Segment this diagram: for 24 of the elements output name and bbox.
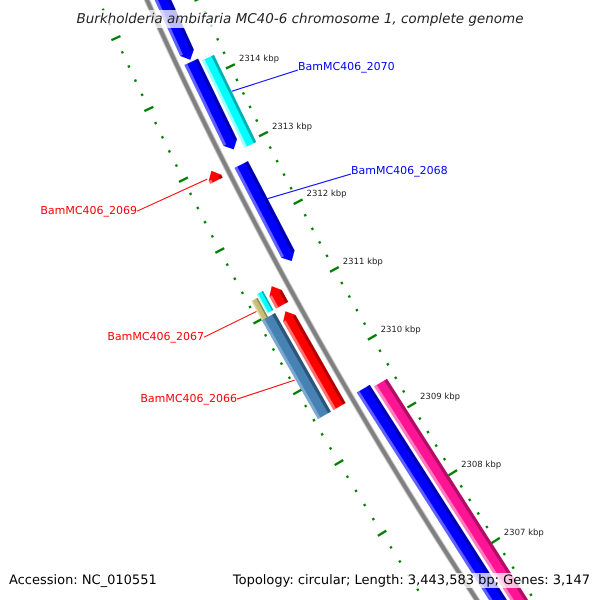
leader-line <box>136 178 208 212</box>
scale-label: 2311 kbp <box>342 257 383 268</box>
gene-feature <box>208 170 223 184</box>
scale-label: 2309 kbp <box>420 392 460 402</box>
scale-label: 2312 kbp <box>306 189 347 200</box>
gene-label: BamMC406_2066 <box>140 392 237 405</box>
gene-feature <box>251 298 269 322</box>
scale-label: 2310 kbp <box>380 324 421 335</box>
scale-label: 2308 kbp <box>461 460 502 470</box>
leader-line <box>204 310 257 338</box>
gene-label: BamMC406_2069 <box>40 204 137 217</box>
leader-line <box>231 70 298 92</box>
genome-stats-text: Topology: circular; Length: 3,443,583 bp; Genes: 3,147 <box>232 573 590 588</box>
leader-line <box>236 380 296 400</box>
gene-feature <box>234 161 295 262</box>
scale-label: 2313 kbp <box>272 122 312 132</box>
scale-label: 2314 kbp <box>238 54 280 64</box>
leader-line <box>267 174 352 200</box>
gene-feature <box>262 313 331 420</box>
gene-label: BamMC406_2068 <box>351 164 448 177</box>
accession-text: Accession: NC_010551 <box>9 573 157 588</box>
gene-label: BamMC406_2070 <box>298 60 395 73</box>
scale-label: 2307 kbp <box>504 528 544 538</box>
gene-label: BamMC406_2067 <box>107 330 204 343</box>
